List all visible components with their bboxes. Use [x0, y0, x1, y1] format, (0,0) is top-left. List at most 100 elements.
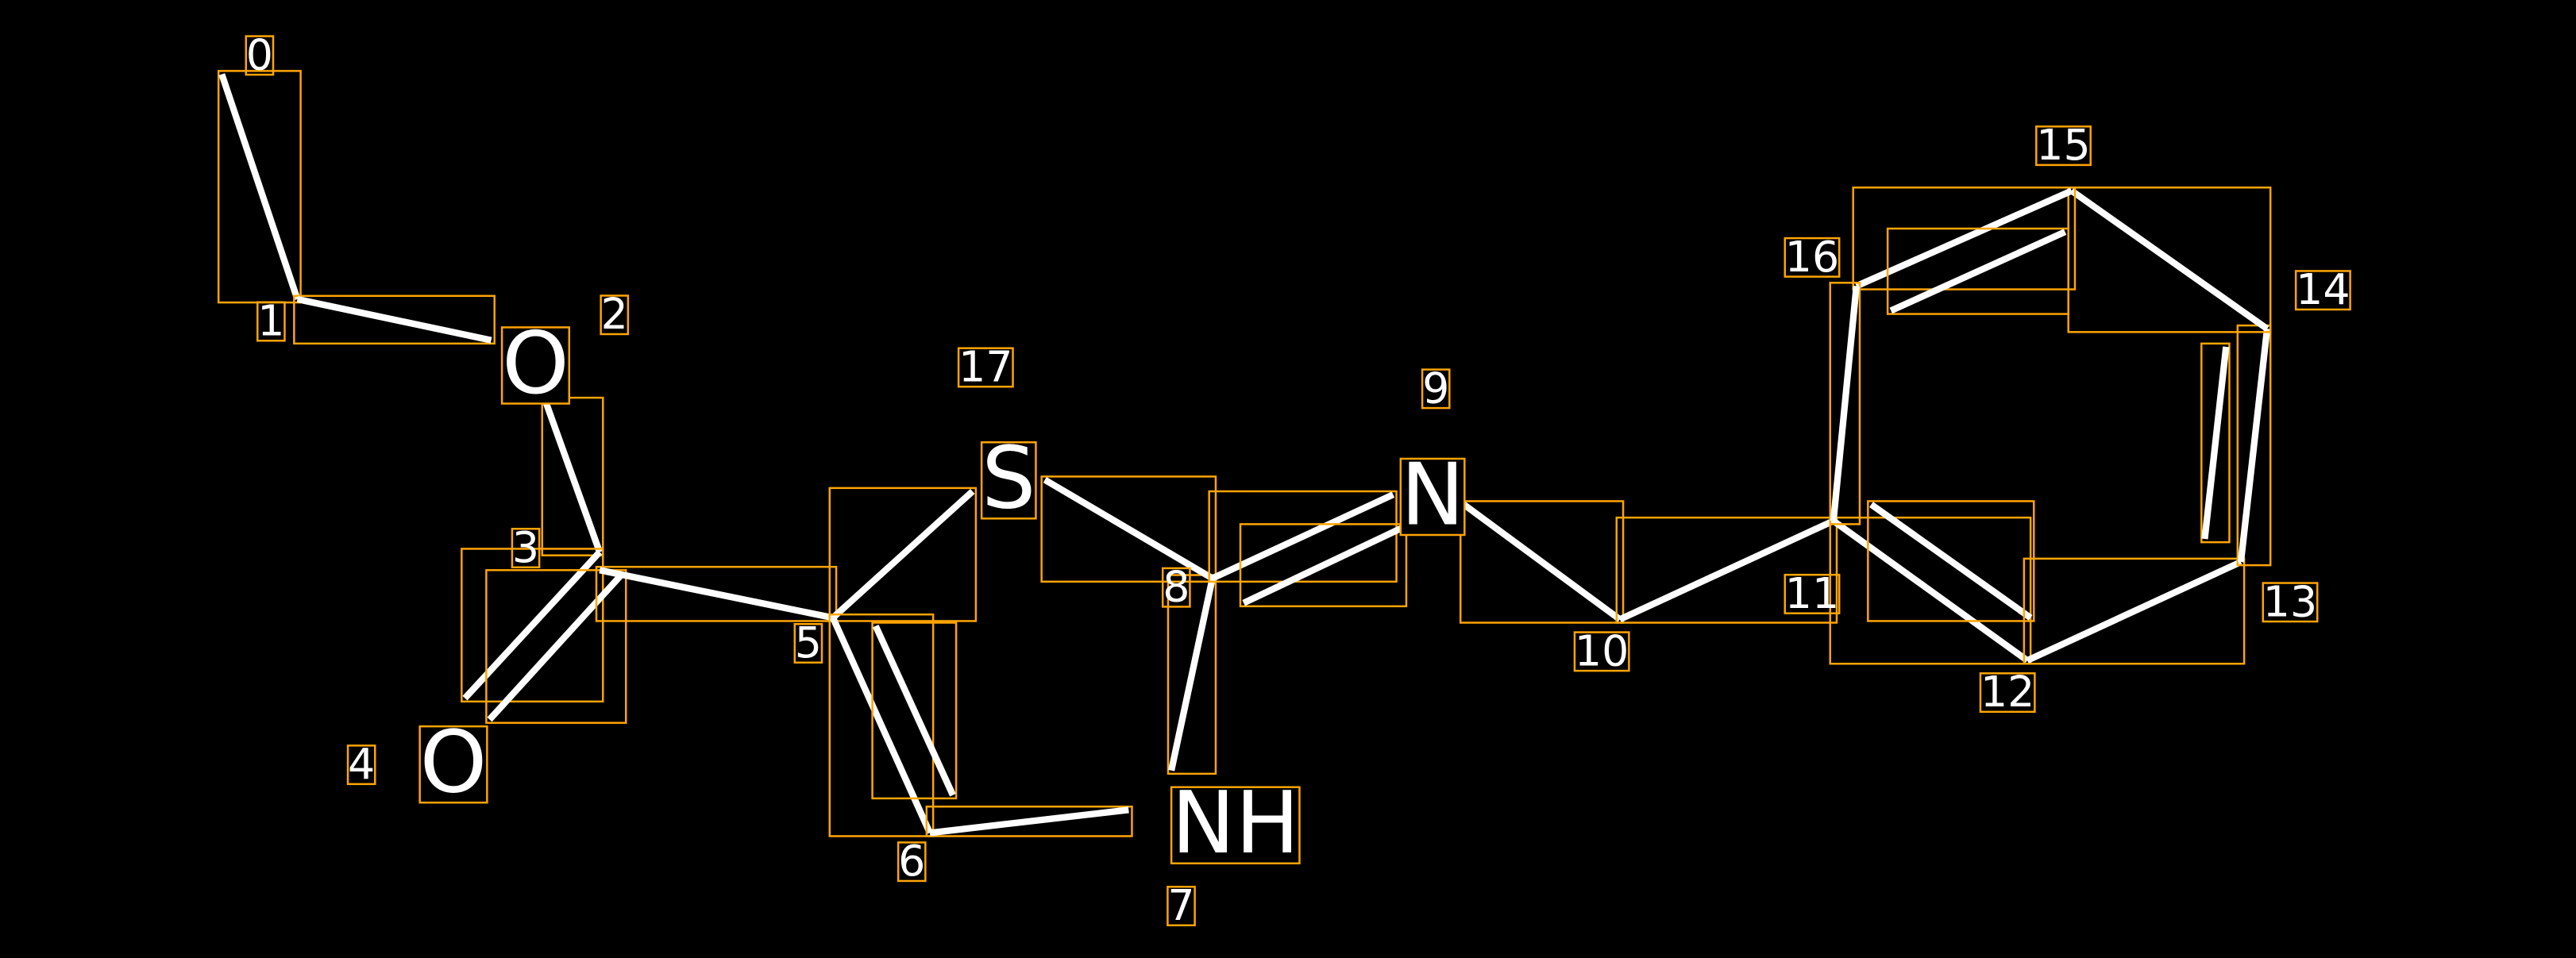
bond-0-1	[217, 70, 302, 304]
bond-line	[542, 399, 604, 553]
atom-index-box	[1161, 567, 1191, 608]
bond-bounding-box	[1852, 187, 2077, 290]
bond-7-8	[1167, 574, 1217, 775]
atom-3: 3	[511, 522, 541, 572]
bond-bounding-box	[925, 805, 1133, 837]
atom-index-label: 3	[512, 522, 539, 572]
bond-5-17	[828, 487, 978, 622]
atom-symbol-box	[980, 441, 1037, 520]
bond-3-4	[461, 548, 627, 724]
bond-bounding-box	[828, 613, 935, 837]
atom-index-box	[1784, 573, 1841, 614]
bond-bounding-box	[1459, 500, 1625, 624]
atom-index-box	[2262, 582, 2319, 623]
atom-16: 16	[1784, 232, 1841, 282]
bond-inner-line	[1869, 502, 2033, 621]
bond-11-12	[1829, 500, 2035, 665]
atom-symbol-box	[418, 725, 488, 804]
atom-symbol: NH	[1171, 774, 1299, 873]
bond-line	[1831, 517, 2030, 664]
atom-5: 5	[793, 618, 823, 668]
bond-15-16	[1852, 187, 2077, 315]
atom-index-label: 6	[898, 836, 925, 886]
atom-symbol-box	[500, 326, 571, 405]
bond-5-6	[828, 613, 958, 837]
bond-line	[1855, 187, 2073, 290]
bond-line	[296, 295, 492, 344]
atom-index-box	[245, 35, 275, 76]
atom-symbol: O	[502, 314, 569, 414]
atom-index-box	[2294, 270, 2351, 311]
atom-index-box	[511, 528, 541, 569]
atom-symbol: N	[1401, 445, 1464, 544]
bond-bounding-box	[1239, 523, 1408, 608]
bond-14-15	[2067, 187, 2272, 333]
atom-13: 13	[2262, 576, 2319, 626]
atom-index-box	[957, 347, 1014, 388]
bond-inner-line	[2201, 346, 2230, 540]
bond-13-14	[2200, 324, 2272, 567]
atom-index-label: 1	[257, 295, 284, 345]
bond-line	[2237, 328, 2271, 563]
bond-8-9	[1208, 490, 1408, 608]
bond-bounding-box	[1040, 475, 1217, 583]
atom-index-label: 2	[601, 289, 628, 339]
bond-line	[1168, 577, 1216, 771]
atom-index-label: 11	[1785, 568, 1839, 618]
bond-line	[929, 806, 1129, 837]
atom-index-label: 4	[348, 739, 375, 789]
atom-index-box	[1573, 631, 1630, 672]
atom-11: 11	[1784, 568, 1841, 618]
atom-symbol: O	[420, 714, 488, 813]
bond-bounding-box	[293, 294, 496, 345]
atom-index-label: 7	[1167, 880, 1194, 930]
bond-line	[462, 549, 603, 701]
bond-10-11	[1615, 516, 1838, 624]
bond-line	[2026, 559, 2242, 664]
bond-bounding-box	[1867, 500, 2035, 622]
bond-9-10	[1459, 500, 1625, 624]
bond-2-3	[541, 396, 604, 556]
bond-line	[1618, 517, 1835, 623]
bond-bounding-box	[2023, 557, 2246, 665]
atom-index-box	[2035, 125, 2092, 167]
atom-index-box	[1784, 237, 1841, 278]
atom-symbol-box	[1399, 457, 1466, 537]
atom-index-label: 9	[1422, 363, 1449, 413]
bond-bounding-box	[1829, 282, 1861, 525]
atom-2: O2	[500, 289, 630, 414]
atom-index-box	[256, 301, 286, 342]
atom-index-label: 10	[1575, 625, 1629, 675]
atom-index-label: 12	[1980, 667, 2034, 717]
bonds-layer	[217, 70, 2272, 837]
atom-8: 8	[1161, 562, 1191, 612]
bond-bounding-box	[1615, 516, 1838, 624]
bond-inner-line	[487, 571, 626, 722]
bond-bounding-box	[1829, 516, 2032, 665]
atom-index-label: 14	[2296, 264, 2350, 314]
bond-line	[1211, 491, 1395, 582]
atom-index-label: 15	[2036, 120, 2090, 170]
bond-line	[1461, 502, 1622, 622]
atom-index-label: 16	[1785, 232, 1839, 282]
bond-12-13	[2023, 557, 2246, 665]
atom-4: O4	[346, 714, 488, 813]
bond-line	[1830, 286, 1860, 521]
bond-bounding-box	[828, 487, 978, 622]
bond-line	[2069, 188, 2269, 332]
atom-15: 15	[2035, 120, 2092, 170]
bond-16-11	[1829, 282, 1861, 525]
atom-1: 1	[256, 295, 286, 345]
atom-index-label: 0	[246, 29, 273, 79]
bond-bounding-box	[871, 621, 958, 800]
atom-index-box	[1421, 368, 1451, 410]
bond-bounding-box	[1167, 574, 1217, 775]
atom-symbol-box	[1170, 786, 1301, 864]
atom-0: 0	[245, 29, 275, 79]
atom-index-label: 13	[2263, 576, 2317, 626]
bond-line	[599, 567, 834, 621]
atom-6: 6	[897, 836, 927, 886]
bond-bounding-box	[1886, 227, 2069, 315]
atom-symbol: S	[981, 429, 1035, 529]
